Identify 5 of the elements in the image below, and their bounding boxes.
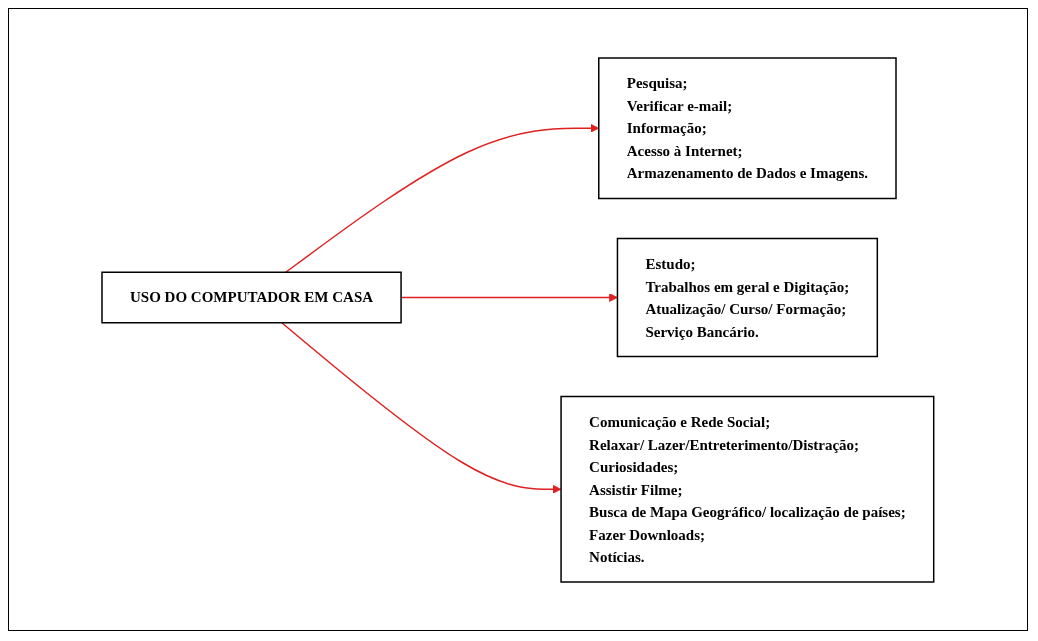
node-box: Pesquisa; Verificar e-mail; Informação; Acesso à Internet; Armazenamento de Dados e Imagens. [598, 56, 897, 199]
arrow [281, 321, 562, 494]
node-box: USO DO COMPUTADOR EM CASA [101, 271, 402, 323]
node-box: Comunicação e Rede Social; Relaxar/ Lazer/Entreterimento/Distração; Curiosidades; Assistir Filme; Busca de Mapa Geográfico/ localização de países; Fazer Downloads; Notícias. [560, 395, 935, 583]
node-box: Estudo; Trabalhos em geral e Digitação; Atualização/ Curso/ Formação; Serviço Bancário. [616, 237, 879, 357]
